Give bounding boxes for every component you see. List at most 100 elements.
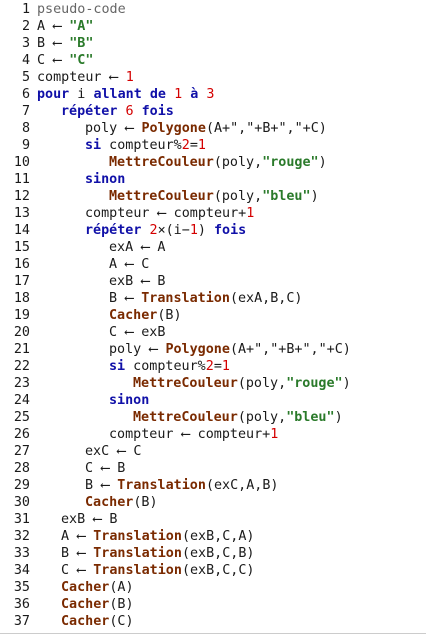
code-text: compteur ⟵ compteur+1 bbox=[109, 426, 278, 443]
token-plain bbox=[166, 87, 174, 102]
code-line[interactable]: 6 pour i allant de 1 à 3 bbox=[0, 86, 426, 103]
code-text: pour i allant de 1 à 3 bbox=[37, 86, 214, 103]
code-text: Cacher(A) bbox=[61, 579, 134, 596]
token-plain: ) bbox=[334, 410, 343, 425]
code-line[interactable]: 31 exB ⟵ B bbox=[0, 511, 426, 528]
token-kw: à bbox=[190, 87, 199, 102]
token-fn: Cacher bbox=[61, 614, 110, 629]
token-kw: allant de bbox=[93, 87, 166, 102]
token-plain: poly ⟵ bbox=[109, 342, 166, 357]
token-kw: sinon bbox=[85, 172, 126, 187]
line-number: 36 bbox=[13, 597, 30, 612]
token-plain: B ⟵ bbox=[61, 546, 94, 561]
token-plain: (exB,C,C) bbox=[181, 563, 255, 578]
code-text: exC ⟵ C bbox=[85, 443, 141, 460]
token-plain: i bbox=[69, 87, 94, 102]
token-strb: "bleu" bbox=[262, 189, 311, 204]
code-text: C ⟵ "C" bbox=[37, 52, 93, 69]
token-plain: exA ⟵ A bbox=[109, 240, 166, 255]
code-text: sinon bbox=[109, 392, 149, 409]
code-text: C ⟵ exB bbox=[109, 324, 165, 341]
code-text: Cacher(C) bbox=[61, 613, 134, 630]
token-plain: (B) bbox=[157, 308, 182, 323]
token-kw: fois bbox=[141, 104, 174, 119]
code-line[interactable]: 24 sinon bbox=[0, 392, 426, 409]
token-kw: répéter bbox=[61, 104, 118, 119]
token-plain: (poly, bbox=[213, 155, 263, 170]
token-plain: exC ⟵ C bbox=[85, 444, 142, 459]
code-text: compteur ⟵ compteur+1 bbox=[85, 205, 254, 222]
line-number: 4 bbox=[21, 53, 30, 68]
token-plain: (A) bbox=[109, 580, 134, 595]
token-strb: "B" bbox=[69, 36, 94, 51]
code-text: A ⟵ "A" bbox=[37, 18, 93, 35]
code-line[interactable]: 29 B ⟵ Translation(exC,A,B) bbox=[0, 477, 426, 494]
code-text: B ⟵ Translation(exC,A,B) bbox=[85, 477, 279, 494]
token-strb: "bleu" bbox=[286, 410, 335, 425]
code-text: A ⟵ C bbox=[109, 256, 149, 273]
token-plain: ×(i− bbox=[157, 223, 190, 238]
line-number: 1 bbox=[21, 2, 30, 17]
token-plain: compteur ⟵ bbox=[37, 70, 126, 85]
token-num: 1 bbox=[270, 427, 279, 442]
token-plain bbox=[117, 104, 125, 119]
token-fn: Translation bbox=[141, 291, 230, 306]
code-line[interactable]: 37 Cacher(C) bbox=[0, 613, 426, 630]
token-plain: (B) bbox=[109, 597, 134, 612]
line-number: 19 bbox=[13, 308, 30, 323]
token-fn: Cacher bbox=[85, 495, 134, 510]
token-plain: (B) bbox=[133, 495, 158, 510]
code-text: exB ⟵ B bbox=[61, 511, 117, 528]
code-text: B ⟵ "B" bbox=[37, 35, 93, 52]
code-line[interactable]: 4 C ⟵ "C" bbox=[0, 52, 426, 69]
line-number: 31 bbox=[13, 512, 30, 527]
line-number: 17 bbox=[13, 274, 30, 289]
token-fn: Translation bbox=[93, 563, 182, 578]
line-number: 6 bbox=[21, 87, 30, 102]
code-line[interactable]: 1 pseudo-code bbox=[0, 1, 426, 18]
code-text: répéter 2×(i−1) fois bbox=[85, 222, 246, 239]
token-plain: B ⟵ bbox=[37, 36, 70, 51]
code-text: MettreCouleur(poly,"bleu") bbox=[109, 188, 319, 205]
code-text: MettreCouleur(poly,"rouge") bbox=[109, 154, 327, 171]
line-number: 29 bbox=[13, 478, 30, 493]
line-number: 24 bbox=[13, 393, 30, 408]
token-kw: répéter bbox=[85, 223, 142, 238]
line-number: 37 bbox=[13, 614, 30, 629]
token-plain bbox=[141, 223, 149, 238]
code-text: MettreCouleur(poly,"rouge") bbox=[133, 375, 351, 392]
token-num: 1 bbox=[125, 70, 134, 85]
code-text: pseudo-code bbox=[37, 1, 126, 18]
